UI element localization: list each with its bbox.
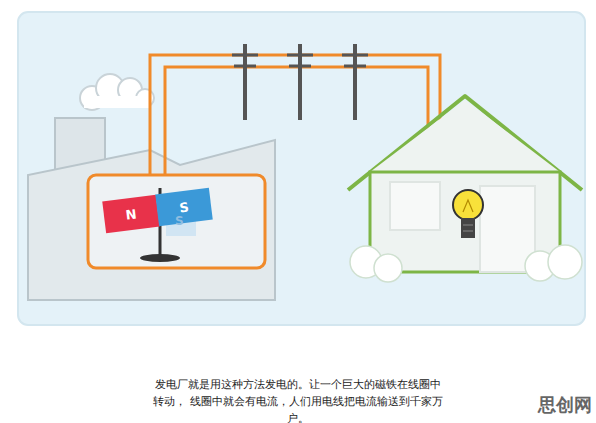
caption: 发电厂就是用这种方法发电的。让一个巨大的磁铁在线圈中转动， 线圈中就会有电流，人…: [150, 376, 446, 423]
smoke: [80, 74, 154, 110]
pole-letter: N: [125, 207, 137, 221]
ghost-pole-letter: S: [175, 214, 184, 228]
coil-box: [88, 175, 265, 268]
power-pole: [232, 44, 368, 120]
magnet-pole: S: [155, 188, 212, 226]
pole-letter: S: [179, 200, 190, 214]
house: [348, 96, 582, 282]
magnet-pole: N: [102, 195, 159, 233]
light-bulb: [453, 190, 483, 238]
background-panel: [18, 12, 585, 325]
watermark: 思创网: [538, 393, 592, 417]
